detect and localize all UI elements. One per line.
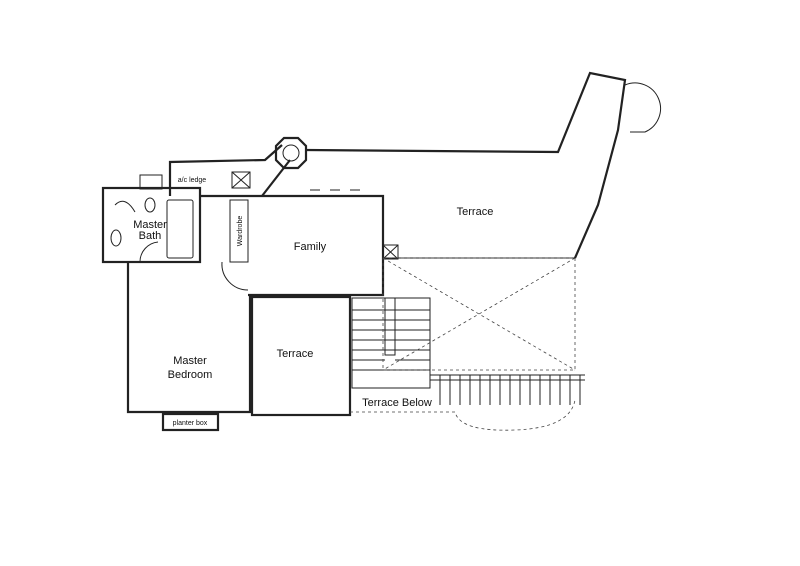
ac-ledge bbox=[168, 144, 291, 197]
railing bbox=[350, 374, 585, 431]
staircase bbox=[351, 297, 431, 389]
middle-terrace bbox=[250, 295, 352, 417]
terrace-wall bbox=[305, 71, 627, 259]
column bbox=[274, 136, 308, 170]
master-bath-label-1: Master bbox=[133, 219, 167, 231]
master-bedroom-label-2: Bedroom bbox=[168, 369, 213, 381]
terrace-upper-label: Terrace bbox=[457, 206, 494, 218]
terrace-below-label: Terrace Below bbox=[362, 397, 432, 409]
planter-box-label: planter box bbox=[173, 420, 208, 427]
master-bath bbox=[101, 174, 202, 264]
ac-ledge-label: a/c ledge bbox=[178, 177, 207, 184]
master-bedroom-wall bbox=[126, 262, 252, 414]
wardrobe-label: Wardrobe bbox=[237, 216, 244, 247]
terrace-middle-label: Terrace bbox=[277, 348, 314, 360]
planter-box bbox=[161, 412, 220, 432]
door-swing bbox=[624, 82, 661, 133]
open-to-below bbox=[382, 257, 576, 371]
master-bedroom-label-1: Master bbox=[173, 355, 207, 367]
master-bath-label-2: Bath bbox=[139, 230, 162, 242]
family-label: Family bbox=[294, 241, 327, 253]
